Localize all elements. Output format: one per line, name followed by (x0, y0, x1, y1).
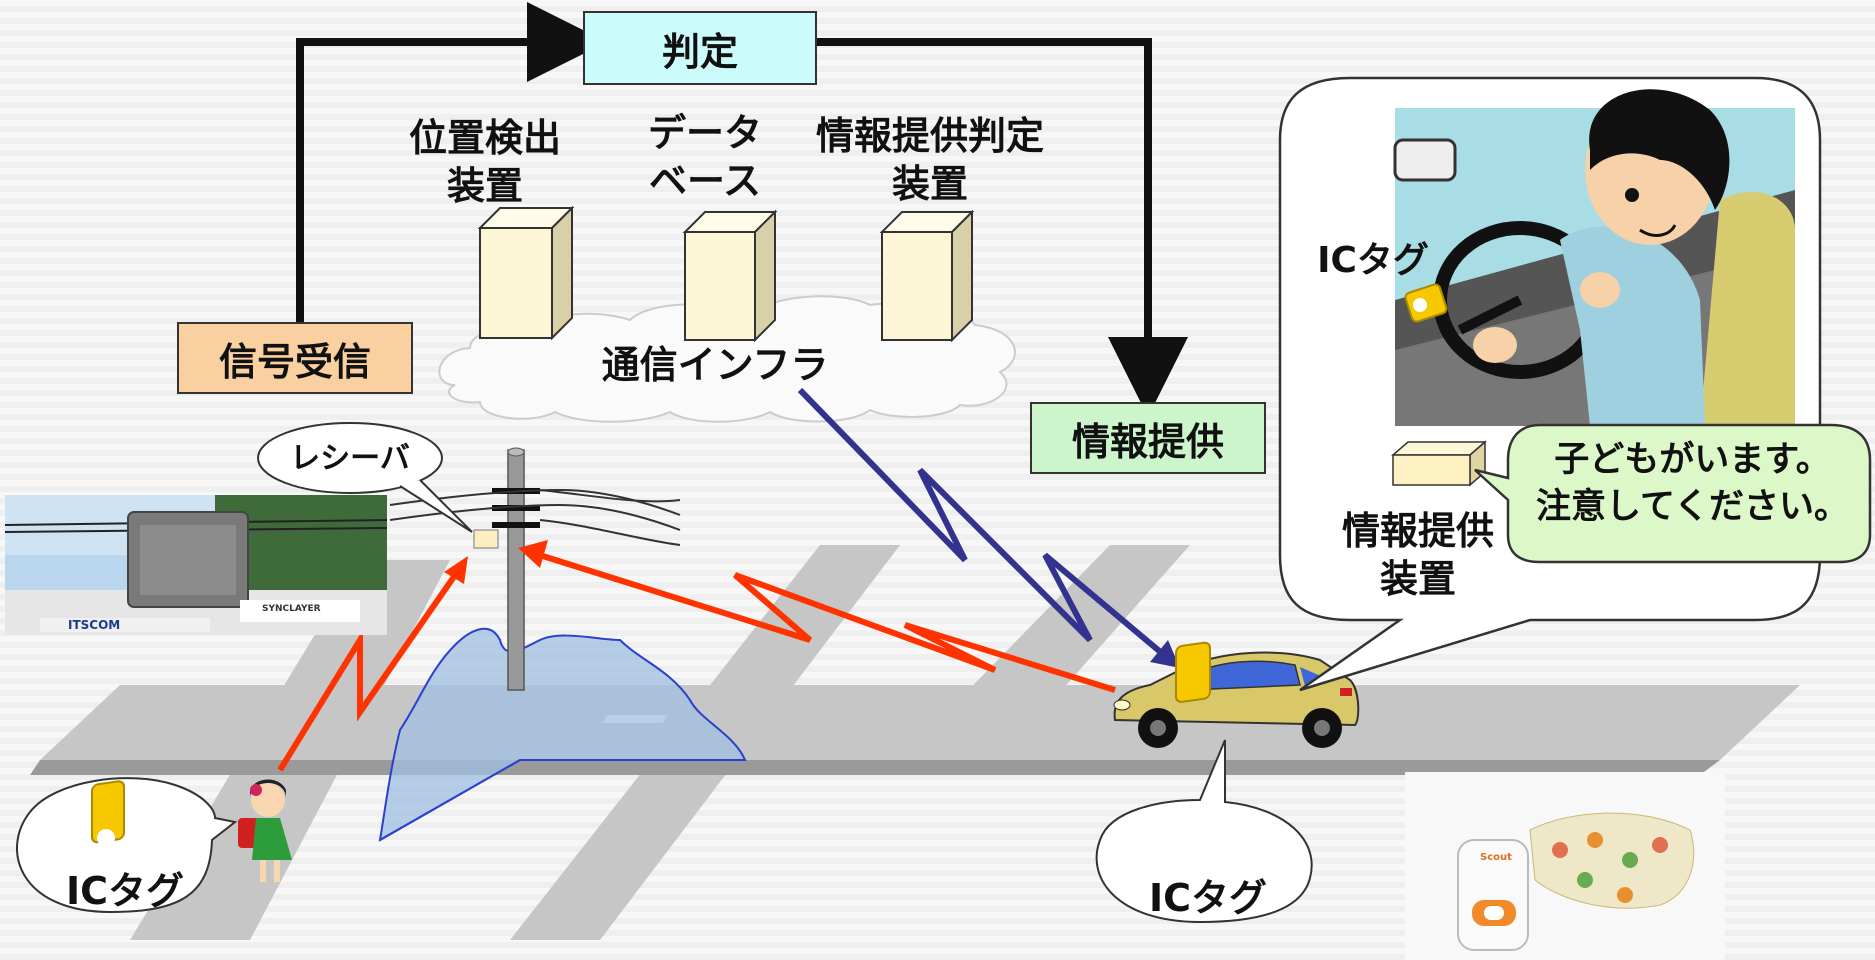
server-database (682, 209, 778, 343)
receiver-callout-pointer (399, 479, 473, 533)
red-signal-bolt-child (277, 566, 463, 772)
server-label-position-detect: 位置検出 装置 (408, 116, 561, 208)
tag-photo-brand: Scout (1480, 852, 1512, 863)
receiver-device (473, 529, 499, 549)
car-tag-callout (1095, 739, 1313, 924)
receiver-photo-sign-right: SYNCLAYER (262, 604, 321, 614)
cloud-label: 通信インフラ (601, 343, 829, 387)
driver-scene (1390, 89, 1795, 487)
receiver-label: レシーバ (290, 441, 410, 476)
ic-tag-icon-in-car (1404, 283, 1448, 323)
flow-arrow-signal-to-judge (296, 2, 607, 325)
utility-pole (389, 447, 681, 691)
tag-product-photo (1405, 772, 1725, 960)
car (1113, 651, 1360, 748)
warning-message: 子どもがいます。 注意してください。 (1536, 440, 1849, 528)
judge-box: 判定 (583, 11, 817, 85)
info-provide-box: 情報提供 (1030, 402, 1266, 474)
ic-tag-label-child: ICタグ (65, 869, 185, 913)
blue-signal-bolt (797, 387, 1172, 663)
in-car-info-device (1390, 440, 1488, 487)
red-signal-arrowhead-car (518, 540, 548, 568)
child-figure (238, 779, 292, 882)
detection-edge (379, 759, 521, 841)
ic-tag-label-in-car: ICタグ (1317, 240, 1429, 281)
road-cross-right (900, 545, 1190, 760)
child-tag-callout (16, 777, 238, 914)
ic-tag-icon-car (1175, 641, 1211, 857)
warning-bubble (1474, 423, 1872, 564)
red-signal-arrowhead-child (444, 556, 468, 584)
receiver-callout (257, 422, 443, 494)
blue-signal-arrowhead (1150, 640, 1180, 668)
server-info-judge (879, 209, 975, 343)
receiver-photo-sign-left: ITSCOM (68, 618, 121, 632)
flow-arrow-judge-to-info (815, 38, 1188, 417)
in-car-device-label: 情報提供 装置 (1341, 509, 1494, 601)
server-position-detect (477, 205, 575, 341)
red-signal-bolt-car (529, 549, 1116, 693)
server-label-database: データ ベース (647, 111, 762, 203)
server-label-info-judge: 情報提供判定 装置 (815, 114, 1044, 206)
receiver-photo (4, 495, 388, 635)
signal-receive-box: 信号受信 (177, 322, 413, 394)
ic-tag-label-car: ICタグ (1148, 876, 1268, 920)
ic-tag-icon-child (91, 780, 125, 847)
